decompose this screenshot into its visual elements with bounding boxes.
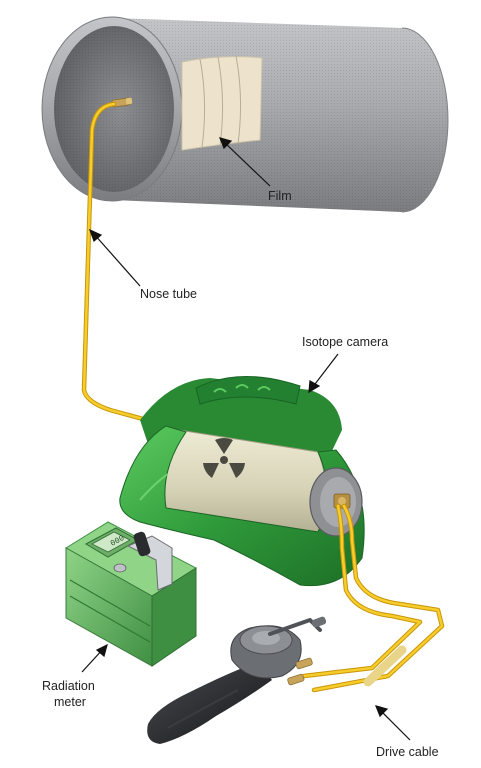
drive-cable-line — [301, 503, 445, 693]
film — [181, 55, 263, 151]
camera-handle — [195, 375, 301, 405]
leader-arrows — [81, 137, 411, 741]
hand-crank — [147, 616, 327, 744]
radiation-trefoil-icon — [203, 438, 245, 478]
crank-grip — [147, 662, 272, 744]
label-nose-tube: Nose tube — [140, 287, 197, 301]
label-drive-cable: Drive cable — [376, 745, 439, 759]
label-radiation-meter-line2: meter — [54, 695, 86, 709]
meter-knob — [113, 563, 127, 573]
label-isotope-camera: Isotope camera — [302, 335, 388, 349]
label-film: Film — [268, 189, 292, 203]
label-radiation-meter-line1: Radiation — [42, 679, 95, 693]
radiation-meter — [65, 521, 197, 667]
